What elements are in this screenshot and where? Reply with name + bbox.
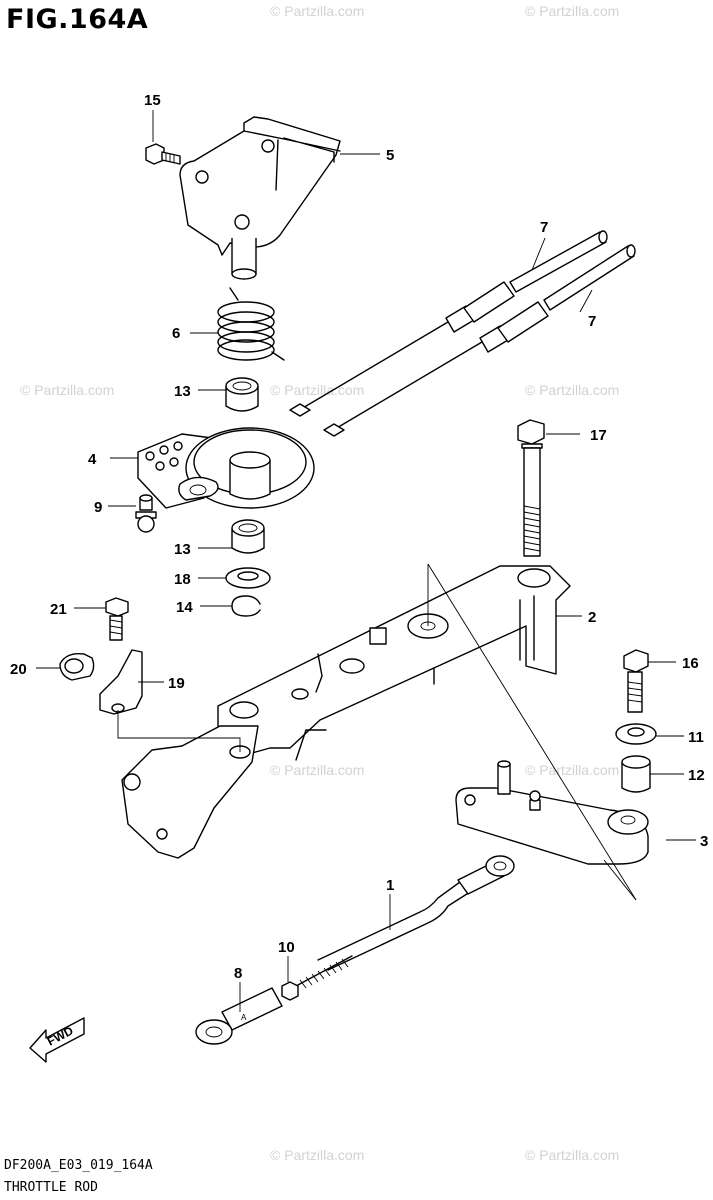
part-9-ball-joint[interactable] bbox=[135, 494, 157, 533]
part-1-throttle-rod[interactable] bbox=[295, 855, 515, 989]
leader-lines bbox=[36, 110, 696, 1012]
watermark-text: © Partzilla.com bbox=[525, 762, 619, 778]
part-2-throttle-link[interactable] bbox=[121, 565, 571, 859]
callout-7: 7 bbox=[588, 313, 596, 330]
callout-18: 18 bbox=[174, 571, 191, 588]
callout-5: 5 bbox=[386, 147, 394, 164]
part-6-spring[interactable] bbox=[217, 287, 285, 361]
watermark-text: © Partzilla.com bbox=[270, 3, 364, 19]
callout-4: 4 bbox=[88, 451, 97, 468]
callout-13: 13 bbox=[174, 383, 191, 400]
part-16-bolt[interactable] bbox=[623, 649, 649, 713]
watermark-text: © Partzilla.com bbox=[525, 3, 619, 19]
diagram-title: THROTTLE ROD bbox=[4, 1180, 98, 1195]
callout-2: 2 bbox=[588, 609, 596, 626]
part-17-long-bolt[interactable] bbox=[517, 419, 545, 557]
callout-1: 1 bbox=[386, 877, 394, 894]
callout-14: 14 bbox=[176, 599, 193, 616]
callout-7: 7 bbox=[540, 219, 548, 236]
part-21-bolt[interactable] bbox=[105, 597, 129, 641]
callout-12: 12 bbox=[688, 767, 705, 784]
part-11-washer[interactable] bbox=[615, 723, 657, 745]
callout-21: 21 bbox=[50, 601, 67, 618]
callout-17: 17 bbox=[590, 427, 607, 444]
callout-3: 3 bbox=[700, 833, 708, 850]
watermark-text: © Partzilla.com bbox=[270, 762, 364, 778]
watermark-text: © Partzilla.com bbox=[20, 382, 114, 398]
part-19-bracket[interactable] bbox=[99, 649, 143, 715]
watermark-text: © Partzilla.com bbox=[525, 382, 619, 398]
callout-6: 6 bbox=[172, 325, 180, 342]
watermark-text: © Partzilla.com bbox=[270, 382, 364, 398]
figure-title: FIG.164A bbox=[6, 4, 149, 35]
callout-8: 8 bbox=[234, 965, 242, 982]
part-20-clamp[interactable] bbox=[59, 653, 95, 681]
callout-16: 16 bbox=[682, 655, 699, 672]
callout-19: 19 bbox=[168, 675, 185, 692]
callout-10: 10 bbox=[278, 939, 295, 956]
callout-11: 11 bbox=[688, 729, 704, 746]
callout-15: 15 bbox=[144, 92, 161, 109]
part-13-bushing-upper[interactable] bbox=[225, 377, 259, 412]
callout-13: 13 bbox=[174, 541, 191, 558]
part-5-bracket[interactable] bbox=[179, 116, 341, 280]
part-4-throttle-cam[interactable] bbox=[137, 427, 315, 509]
watermarks: © Partzilla.com © Partzilla.com © Partzi… bbox=[20, 3, 619, 1163]
watermark-text: © Partzilla.com bbox=[525, 1147, 619, 1163]
part-10-nut[interactable] bbox=[281, 981, 299, 1001]
diagram-code: DF200A_E03_019_164A bbox=[4, 1158, 153, 1173]
callout-20: 20 bbox=[10, 661, 27, 678]
part-7-cables[interactable] bbox=[289, 230, 636, 437]
part-15-bolt[interactable] bbox=[145, 143, 181, 165]
assembly-lines bbox=[117, 563, 637, 901]
callout-9: 9 bbox=[94, 499, 102, 516]
watermark-text: © Partzilla.com bbox=[270, 1147, 364, 1163]
part-14-e-clip[interactable] bbox=[231, 595, 261, 617]
fwd-direction-badge: FWD bbox=[29, 1017, 85, 1063]
part-13-bushing-lower[interactable] bbox=[231, 519, 265, 554]
part-3-lever[interactable] bbox=[455, 760, 649, 865]
part-18-washer[interactable] bbox=[225, 567, 271, 589]
svg-text:A: A bbox=[241, 1013, 247, 1022]
callouts: 15 5 7 7 6 13 4 9 13 18 14 17 2 21 20 19… bbox=[10, 92, 708, 982]
part-8-rod-end[interactable]: A bbox=[195, 987, 283, 1045]
part-12-collar[interactable] bbox=[621, 755, 651, 793]
